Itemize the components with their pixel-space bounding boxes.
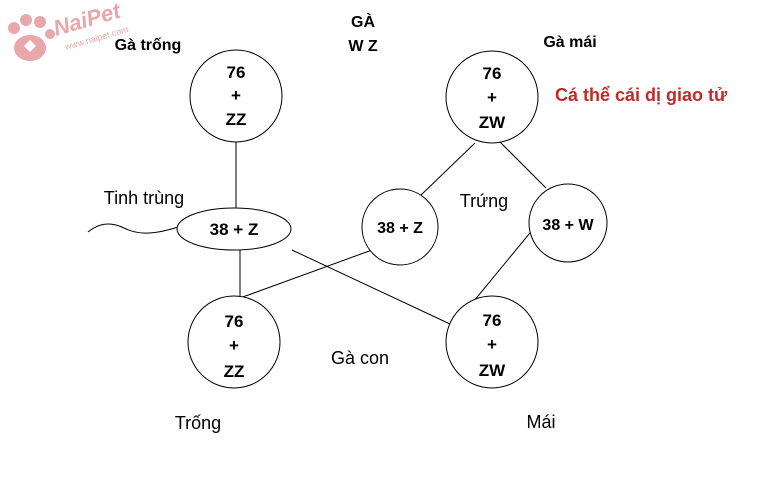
- egg-z-genotype: 38 + Z: [377, 220, 423, 237]
- female-label: Mái: [526, 412, 555, 432]
- header-subtitle: W Z: [348, 38, 378, 55]
- hen-to-egg-w-line: [499, 141, 547, 189]
- sperm-gamete-node: 38 + Z: [176, 207, 292, 251]
- heterogametic-note: Cá thể cái dị giao tử: [555, 85, 728, 105]
- female-chick-sex-chromosomes: ZW: [479, 361, 506, 380]
- egg-w-gamete-node: 38 + W: [528, 183, 608, 263]
- female-chick-genotype-node: 76 + ZW: [445, 295, 539, 389]
- egg-w-genotype: 38 + W: [542, 217, 594, 234]
- header-title: GÀ: [351, 12, 375, 31]
- hen-genotype-node: 76 + ZW: [445, 50, 539, 144]
- male-chick-genotype-node: 76 + ZZ: [187, 295, 281, 389]
- egg-z-gamete-node: 38 + Z: [361, 188, 439, 266]
- sperm-genotype: 38 + Z: [210, 220, 259, 239]
- sperm-label: Tinh trùng: [104, 188, 184, 208]
- hen-plus: +: [487, 88, 497, 107]
- female-chick-chromosome-count: 76: [483, 311, 502, 330]
- hen-label: Gà mái: [543, 34, 596, 51]
- rooster-label: Gà trống: [115, 37, 182, 54]
- male-chick-plus: +: [229, 336, 239, 355]
- rooster-genotype-node: 76 + ZZ: [189, 49, 283, 143]
- egg-label: Trứng: [460, 191, 508, 211]
- connector-lines: [87, 141, 547, 325]
- male-label: Trống: [175, 413, 221, 433]
- male-chick-chromosome-count: 76: [225, 312, 244, 331]
- male-chick-sex-chromosomes: ZZ: [224, 362, 245, 381]
- rooster-plus: +: [231, 86, 241, 105]
- rooster-chromosome-count: 76: [227, 63, 246, 82]
- chicks-label: Gà con: [331, 348, 389, 368]
- hen-sex-chromosomes: ZW: [479, 113, 506, 132]
- egg-z-to-male-chick-line: [239, 249, 373, 299]
- rooster-sex-chromosomes: ZZ: [226, 110, 247, 129]
- paw-icon: [8, 14, 55, 61]
- hen-chromosome-count: 76: [483, 64, 502, 83]
- female-chick-plus: +: [487, 335, 497, 354]
- hen-to-egg-z-line: [419, 142, 476, 197]
- naipet-logo: NaiPet www.naipet.com: [8, 0, 130, 61]
- sperm-to-female-chick-line: [291, 249, 451, 325]
- sperm-tail: [87, 223, 179, 234]
